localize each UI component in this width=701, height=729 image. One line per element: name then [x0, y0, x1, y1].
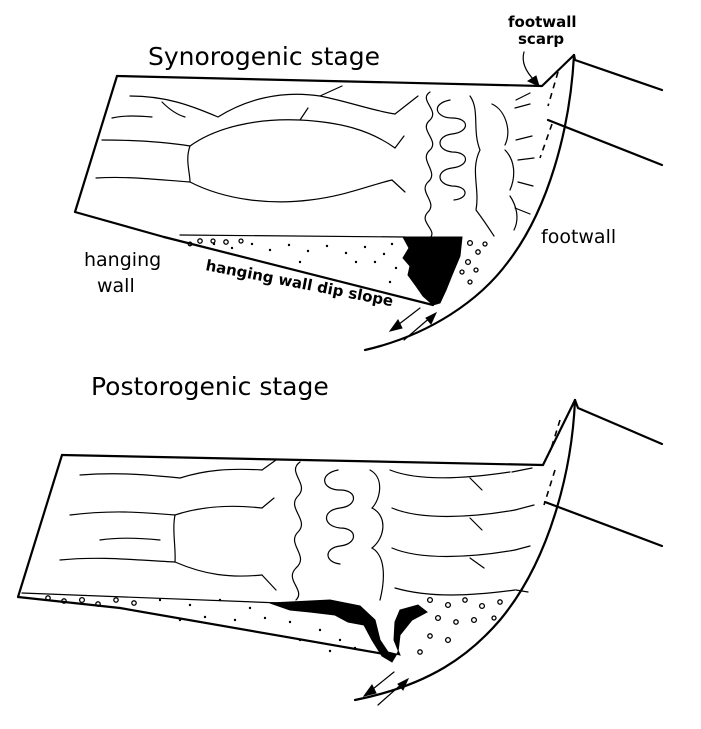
- dip-slope-shelf: [180, 235, 405, 237]
- hanging-wall-front-edge-bottom: [18, 455, 120, 608]
- scarp-dashes-bottom: [544, 420, 560, 505]
- postorogenic-stage-panel: Postorogenic stage: [18, 372, 662, 705]
- normal-fault-arrows-icon-bottom: [364, 672, 408, 705]
- synorogenic-stage-title: Synorogenic stage: [148, 42, 380, 71]
- footwall-scarp-arrowhead: [528, 76, 539, 86]
- alluvial-fan-lobes-top: [470, 96, 517, 236]
- black-fill-wedge: [403, 237, 462, 305]
- fan-feeders-bottom: [470, 468, 534, 592]
- black-fill-wedge-bottom: [270, 600, 427, 662]
- footwall-label: footwall: [541, 226, 616, 248]
- hanging-wall-front-edge: [75, 76, 164, 237]
- drainage-channels-bottom: [60, 460, 276, 590]
- drainage-channels-top: [96, 86, 418, 202]
- listric-fault-plane: [365, 55, 574, 350]
- meander-loops-bottom: [325, 470, 354, 564]
- meander-channel-bottom: [292, 462, 301, 600]
- meander-channel-top: [425, 92, 433, 238]
- meander-loops-top: [437, 100, 465, 200]
- hanging-wall-label-line1: hanging: [84, 249, 161, 271]
- hanging-wall-top-surface-bottom: [62, 400, 575, 465]
- fan-feeders-top: [515, 93, 534, 214]
- alluvial-fan-lobes-bottom: [370, 470, 515, 600]
- footwall-block-outline: [548, 55, 662, 165]
- footwall-scarp-label-line1: footwall: [508, 13, 577, 31]
- dip-slope-label: hanging wall dip slope: [204, 256, 395, 310]
- postorogenic-stage-title: Postorogenic stage: [91, 372, 329, 401]
- synorogenic-stage-panel: Synorogenic stage footwall scarp: [75, 13, 662, 350]
- footwall-scarp-arrow: [523, 52, 535, 81]
- hanging-wall-label-line2: wall: [97, 275, 135, 297]
- footwall-scarp-label-line2: scarp: [518, 30, 564, 48]
- footwall-block-outline-bottom: [545, 400, 662, 546]
